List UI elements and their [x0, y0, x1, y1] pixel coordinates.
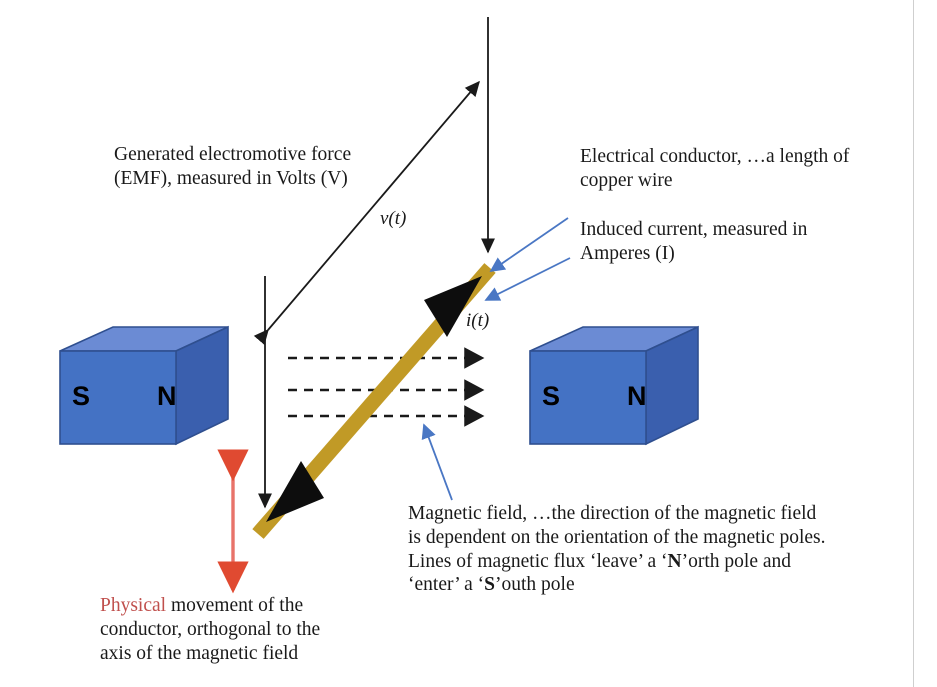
physical-movement-line1: movement of the: [166, 595, 304, 616]
conductor-wire: [252, 263, 496, 539]
page-right-edge: [913, 0, 914, 687]
leader-line-magnetic-field: [421, 423, 453, 501]
right-magnet-south-label: S: [542, 381, 561, 411]
emf-double-arrow: [253, 80, 480, 345]
physical-movement-line3: axis of the magnetic field: [100, 642, 299, 664]
magnetic-field-text-mid: ’orth pole and ‘enter’ a ‘: [408, 550, 796, 596]
conductor-annotation: Electrical conductor, …a length of coppe…: [580, 146, 855, 191]
right-magnet-north-label: N: [627, 381, 647, 411]
physical-keyword: Physical: [100, 595, 167, 616]
emf-annotation: Generated electromotive force (EMF), mea…: [114, 144, 356, 189]
magnetic-field-text-pre: Magnetic field, …the direction of the ma…: [408, 503, 831, 572]
right-magnet-top-face: [529, 326, 699, 352]
magnetic-field-south-letter: S: [484, 574, 495, 596]
magnetic-field-north-letter: N: [667, 550, 682, 572]
leader-line-induced-current: [484, 257, 571, 301]
induced-current-annotation: Induced current, measured in Amperes (I): [580, 219, 812, 264]
leader-line-conductor: [489, 217, 569, 273]
left-magnet-top-face: [59, 326, 229, 352]
magnetic-field-lines: [288, 347, 485, 427]
left-magnet-side-face: [175, 325, 229, 446]
current-symbol-label: i(t): [466, 310, 490, 331]
right-magnet-side-face: [645, 325, 699, 446]
magnetic-field-text-post: ’outh pole: [495, 574, 575, 596]
left-magnet-south-label: S: [72, 381, 91, 411]
current-arrowhead-lower: [266, 461, 324, 522]
voltage-symbol-label: v(t): [380, 208, 407, 229]
left-magnet-north-label: N: [157, 381, 177, 411]
magnetic-field-annotation: Magnetic field, …the direction of the ma…: [408, 502, 828, 597]
physical-movement-line2: conductor, orthogonal to the: [100, 618, 321, 640]
